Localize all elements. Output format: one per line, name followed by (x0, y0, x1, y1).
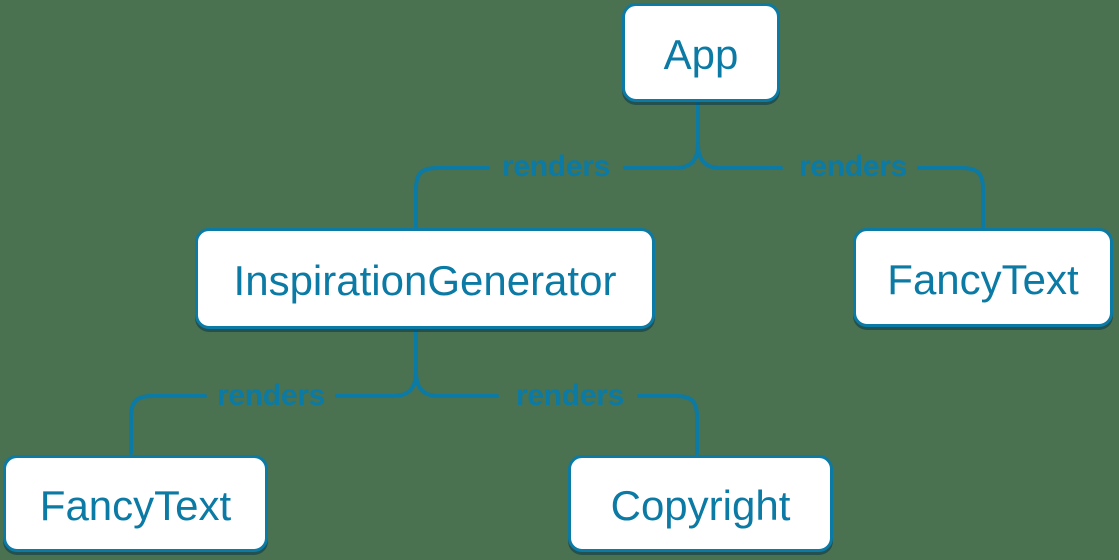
node-fancy-text-bottom: FancyText (3, 455, 268, 552)
node-inspiration-generator: InspirationGenerator (195, 228, 655, 329)
edge-label-inspirationgenerator-fancytext: renders (217, 379, 325, 412)
node-copyright: Copyright (568, 455, 833, 552)
edge-label-inspirationgenerator-copyright: renders (516, 379, 624, 412)
node-inspiration-generator-label: InspirationGenerator (233, 256, 617, 304)
node-app-label: App (663, 30, 739, 78)
node-copyright-label: Copyright (610, 481, 791, 529)
node-fancy-text-bottom-label: FancyText (39, 481, 232, 529)
node-fancy-text-top-label: FancyText (887, 255, 1079, 303)
edge-label-app-fancytext: renders (799, 150, 907, 183)
node-app: App (622, 3, 780, 102)
edge-label-app-inspirationgenerator: renders (502, 150, 610, 183)
node-fancy-text-top: FancyText (853, 228, 1113, 327)
